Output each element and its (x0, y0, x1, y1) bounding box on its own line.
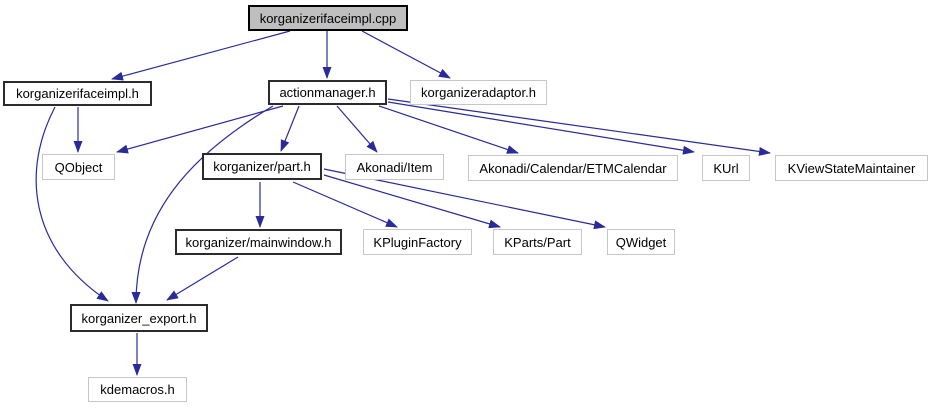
node-label: QWidget (615, 234, 667, 250)
node-label: KViewStateMaintainer (787, 160, 916, 176)
node-label: korganizer/mainwindow.h (185, 234, 332, 250)
edge-part-to-kpluginfactory (292, 181, 398, 228)
node-label: Akonadi/Calendar/ETMCalendar (479, 160, 667, 176)
edge-actionmanager-to-akonadi-item (336, 105, 378, 153)
node-kdemacros-h: kdemacros.h (88, 377, 187, 402)
node-label: KUrl (713, 160, 739, 176)
node-kpluginfactory: KPluginFactory (363, 229, 472, 255)
edge-cpp-to-ifaceimpl-h (111, 30, 291, 81)
node-label: actionmanager.h (279, 85, 376, 100)
node-korganizeradaptor-h: korganizeradaptor.h (410, 80, 547, 105)
edge-actionmanager-to-kurl (387, 101, 695, 155)
edge-cpp-to-adaptor (361, 30, 451, 79)
node-label: korganizer_export.h (81, 310, 197, 326)
node-qwidget: QWidget (607, 229, 675, 255)
edge-mainwindow-to-export (166, 256, 239, 301)
node-kparts-part: KParts/Part (493, 229, 582, 255)
node-korganizer-mainwindow-h[interactable]: korganizer/mainwindow.h (175, 229, 342, 255)
node-actionmanager-h[interactable]: actionmanager.h (268, 80, 387, 105)
node-label: korganizer/part.h (213, 159, 311, 174)
node-qobject: QObject (42, 154, 115, 180)
node-label: korganizerifaceimpl.h (16, 86, 139, 101)
edge-actionmanager-to-etmcalendar (378, 105, 519, 154)
node-label: KPluginFactory (373, 234, 462, 250)
node-label: QObject (54, 159, 103, 175)
node-kurl: KUrl (702, 155, 750, 181)
node-korganizerifaceimpl-h[interactable]: korganizerifaceimpl.h (3, 81, 152, 106)
node-akonadi-item: Akonadi/Item (345, 154, 444, 180)
node-label: kdemacros.h (100, 382, 175, 397)
node-label: Akonadi/Item (356, 159, 433, 175)
edge-part-to-kparts-part (323, 174, 501, 229)
node-akonadi-calendar-etmcalendar: Akonadi/Calendar/ETMCalendar (468, 155, 678, 181)
edge-actionmanager-to-part (280, 105, 300, 152)
node-label: KParts/Part (504, 234, 571, 250)
edge-ifaceimpl-to-export (35, 106, 109, 302)
node-korganizer-export-h[interactable]: korganizer_export.h (70, 304, 208, 332)
node-label: korganizeradaptor.h (421, 85, 536, 100)
edge-actionmanager-to-qobject (116, 105, 284, 154)
node-korganizerifaceimpl-cpp: korganizerifaceimpl.cpp (248, 5, 408, 31)
node-korganizer-part-h[interactable]: korganizer/part.h (202, 153, 322, 180)
node-kviewstatemaintainer: KViewStateMaintainer (775, 155, 928, 181)
edge-actionmanager-to-export (131, 105, 274, 304)
node-label: korganizerifaceimpl.cpp (259, 10, 397, 26)
edge-actionmanager-to-kviewstatemaintainer (387, 98, 771, 156)
